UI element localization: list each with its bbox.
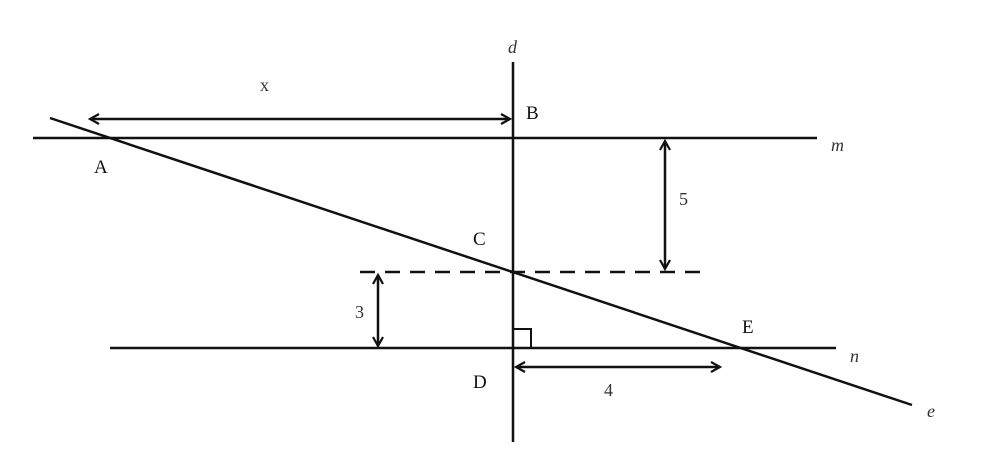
label-measure-4: 4	[604, 380, 613, 400]
line-e	[49, 116, 913, 407]
label-measure-3: 3	[355, 302, 364, 322]
label-point-c: C	[473, 229, 486, 250]
label-line-n: n	[850, 346, 859, 366]
label-point-e: E	[742, 317, 754, 338]
label-point-d: D	[473, 372, 487, 393]
label-point-b: B	[526, 103, 539, 124]
label-point-a: A	[94, 157, 108, 178]
label-line-e: e	[927, 401, 935, 421]
right-angle-marker	[513, 328, 532, 348]
label-line-m: m	[831, 135, 844, 155]
label-measure-x: x	[260, 75, 269, 95]
label-line-d: d	[508, 37, 517, 57]
label-measure-5: 5	[679, 189, 688, 209]
